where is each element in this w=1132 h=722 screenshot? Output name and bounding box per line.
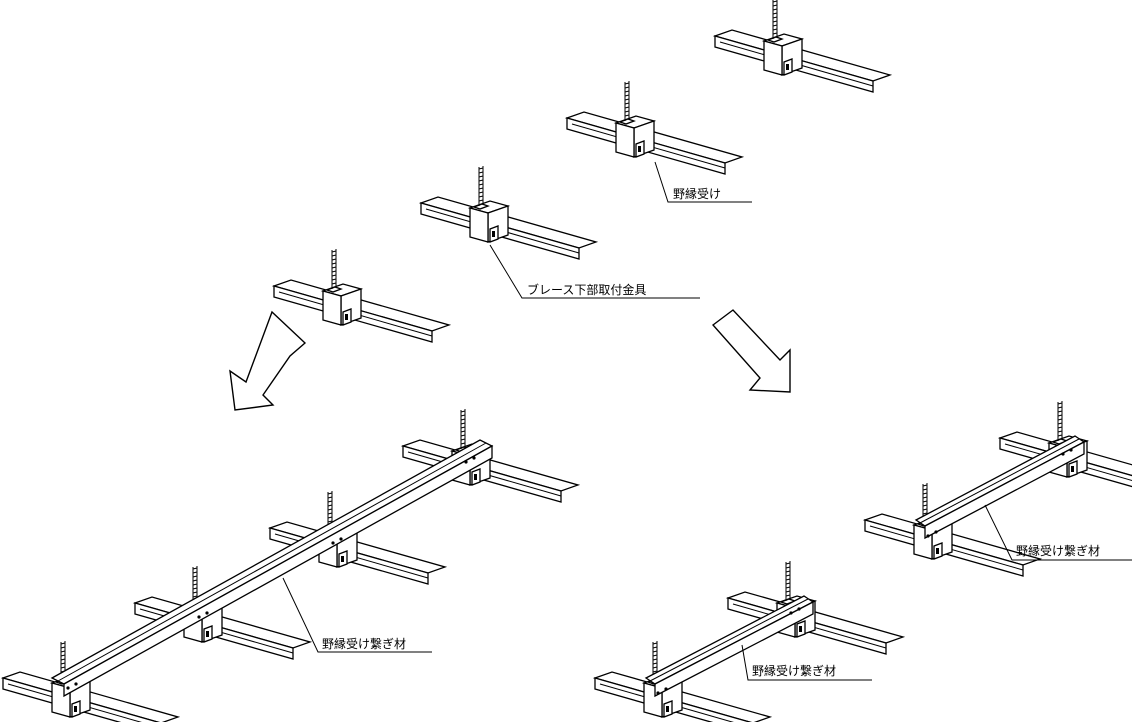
label-connector-left: 野縁受け繋ぎ材 xyxy=(322,636,406,651)
bracket-unit-2 xyxy=(566,80,743,175)
leader-connector-right-upper xyxy=(984,504,1132,561)
leader-nobuchi-uke xyxy=(654,161,752,203)
assembly-right-upper xyxy=(864,400,1132,577)
leader-connector-right-lower xyxy=(741,644,872,681)
leader-connector-left xyxy=(282,577,432,653)
arrow-left xyxy=(229,310,307,411)
assembly-left xyxy=(2,408,579,722)
bracket-unit-4 xyxy=(273,248,450,343)
bracket-unit-1 xyxy=(714,0,891,93)
label-brace-bracket: ブレース下部取付金具 xyxy=(527,282,646,297)
label-connector-right-lower: 野縁受け繋ぎ材 xyxy=(752,663,836,678)
bracket-unit-3 xyxy=(420,165,597,260)
label-connector-right-upper: 野縁受け繋ぎ材 xyxy=(1016,543,1100,558)
label-nobuchi-uke: 野縁受け xyxy=(673,186,721,201)
assembly-right-lower xyxy=(594,560,904,722)
leader-brace-bracket xyxy=(489,244,700,299)
arrow-right xyxy=(711,309,791,393)
